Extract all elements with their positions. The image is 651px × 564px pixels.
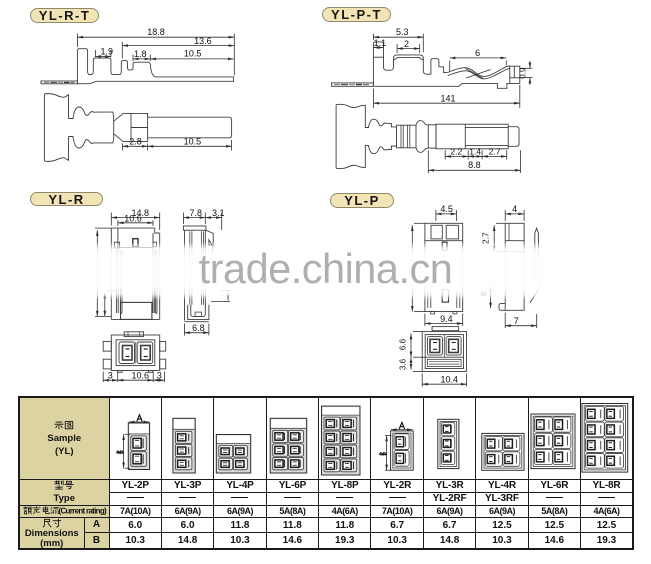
svg-text:0.9: 0.9 (518, 67, 527, 79)
svg-text:1.4: 1.4 (469, 147, 481, 157)
svg-text:13.6: 13.6 (194, 36, 212, 46)
svg-text:6.6: 6.6 (398, 338, 407, 350)
svg-text:5.3: 5.3 (396, 27, 409, 37)
svg-text:2.8: 2.8 (129, 137, 142, 147)
svg-text:1.1: 1.1 (374, 38, 387, 48)
svg-text:18.8: 18.8 (147, 27, 165, 37)
svg-text:10.4: 10.4 (441, 374, 459, 384)
svg-text:2.2: 2.2 (450, 147, 462, 157)
svg-text:4.5: 4.5 (440, 204, 453, 214)
svg-text:3.1: 3.1 (212, 208, 225, 218)
svg-text:7: 7 (514, 316, 519, 326)
svg-text:6.8: 6.8 (192, 323, 205, 333)
svg-text:10.6: 10.6 (124, 214, 142, 224)
svg-text:3: 3 (108, 370, 113, 380)
svg-text:4: 4 (512, 204, 517, 214)
svg-text:1.9: 1.9 (101, 47, 114, 57)
svg-text:2.7: 2.7 (489, 147, 501, 157)
svg-text:2: 2 (404, 39, 409, 49)
svg-text:7.8: 7.8 (189, 208, 202, 218)
svg-text:1.8: 1.8 (134, 49, 147, 59)
svg-text:10.5: 10.5 (184, 137, 202, 147)
svg-text:10.5: 10.5 (184, 49, 202, 59)
svg-text:8.8: 8.8 (468, 160, 481, 170)
svg-text:9.4: 9.4 (440, 314, 453, 324)
svg-text:3.6: 3.6 (398, 358, 407, 370)
svg-text:2.7: 2.7 (481, 232, 491, 244)
svg-text:3: 3 (157, 370, 162, 380)
svg-text:14.8: 14.8 (132, 208, 150, 218)
svg-text:6: 6 (475, 48, 480, 58)
svg-text:10.6: 10.6 (132, 370, 150, 380)
svg-text:141: 141 (440, 93, 455, 103)
